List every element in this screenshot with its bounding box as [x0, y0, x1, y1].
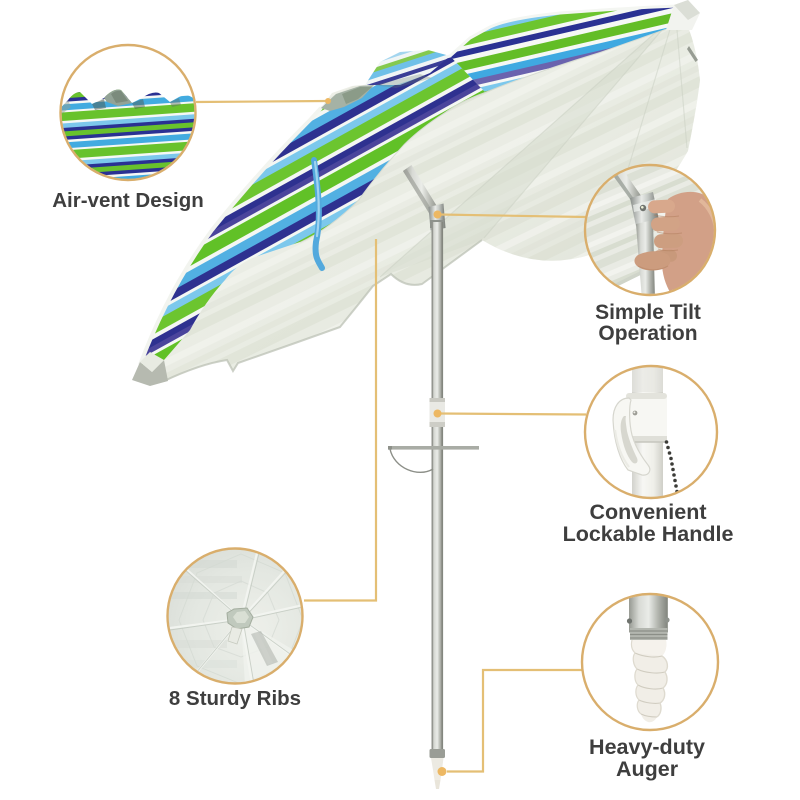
svg-text:Lockable Handle: Lockable Handle: [563, 522, 734, 546]
svg-text:Convenient: Convenient: [589, 500, 706, 524]
svg-text:Operation: Operation: [598, 322, 697, 345]
svg-text:Simple Tilt: Simple Tilt: [595, 301, 701, 324]
svg-text:Heavy-duty: Heavy-duty: [589, 735, 705, 759]
svg-text:8 Sturdy Ribs: 8 Sturdy Ribs: [169, 687, 301, 710]
svg-text:Auger: Auger: [616, 757, 679, 781]
svg-text:Air-vent Design: Air-vent Design: [52, 189, 204, 212]
